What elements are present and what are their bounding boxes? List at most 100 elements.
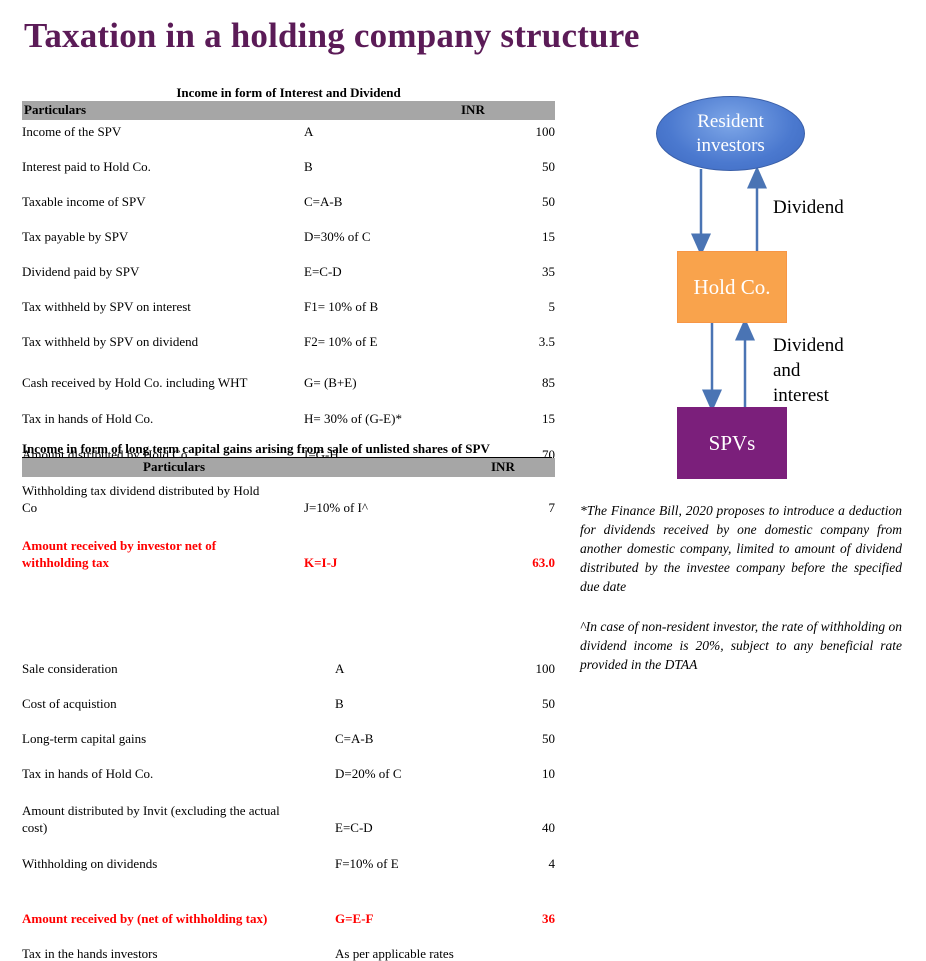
capital-gains-table: Income in form of long term capital gain… xyxy=(22,441,555,477)
row-label: Withholding on dividends xyxy=(22,856,158,871)
table1-caption: Income in form of Interest and Dividend xyxy=(176,85,401,100)
table-row: Amount received by investor net of withho… xyxy=(22,538,555,570)
row-label: Tax in the hands investors xyxy=(22,946,158,961)
row-value: 3.5 xyxy=(538,334,555,349)
row-value: 50 xyxy=(542,159,555,174)
row-formula: B xyxy=(304,159,313,174)
table-row: Dividend paid by SPV E=C-D 35 xyxy=(22,264,555,279)
row-formula: As per applicable rates xyxy=(335,946,454,961)
table1-header: Particulars INR xyxy=(22,101,555,120)
table2-header-inr: INR xyxy=(491,459,515,474)
row-formula: F=10% of E xyxy=(335,856,399,871)
table-row: Withholding on dividends F=10% of E 4 xyxy=(22,856,555,871)
dividend-interest-label-line3: interest xyxy=(773,385,829,406)
finance-bill-note: *The Finance Bill, 2020 proposes to intr… xyxy=(580,503,902,594)
row-formula: F1= 10% of B xyxy=(304,299,379,314)
table-row: Cash received by Hold Co. including WHT G… xyxy=(22,375,555,390)
row-label-cont: Co xyxy=(22,500,38,515)
row-value: 50 xyxy=(542,696,555,711)
row-value: 36 xyxy=(542,911,555,926)
row-value: 40 xyxy=(542,820,555,835)
row-label: Long-term capital gains xyxy=(22,731,147,746)
row-formula: G=E-F xyxy=(335,911,374,926)
dividend-label: Dividend xyxy=(773,197,844,218)
investors-label-line2: investors xyxy=(696,134,765,156)
table-row: Taxable income of SPV C=A-B 50 xyxy=(22,194,555,209)
row-label: Tax withheld by SPV on dividend xyxy=(22,334,199,349)
row-value: 100 xyxy=(535,661,556,676)
row-label: Taxable income of SPV xyxy=(22,194,146,209)
row-value: 10 xyxy=(542,766,555,781)
interest-dividend-table: Income in form of Interest and Dividend … xyxy=(22,85,555,120)
row-label: Tax withheld by SPV on interest xyxy=(22,299,191,314)
table-row: Amount received by (net of withholding t… xyxy=(22,911,555,926)
table-row: Tax in hands of Hold Co. H= 30% of (G-E)*… xyxy=(22,411,555,426)
row-value: 100 xyxy=(535,124,556,139)
row-label: Cost of acquistion xyxy=(22,696,117,711)
table-row: Sale consideration A 100 xyxy=(22,661,555,676)
row-value: 15 xyxy=(542,229,555,244)
row-formula: D=30% of C xyxy=(304,229,371,244)
row-formula: H= 30% of (G-E)* xyxy=(304,411,402,426)
table-row: Tax withheld by SPV on dividend F2= 10% o… xyxy=(22,334,555,349)
table-row: Tax payable by SPV D=30% of C 15 xyxy=(22,229,555,244)
table1-header-particulars: Particulars xyxy=(24,102,87,117)
row-formula: C=A-B xyxy=(304,194,343,209)
row-formula: D=20% of C xyxy=(335,766,402,781)
table-row: Income of the SPV A 100 xyxy=(22,124,555,139)
row-label: Amount received by investor net of xyxy=(22,538,217,553)
row-value: 15 xyxy=(542,411,555,426)
table1-header-inr: INR xyxy=(461,102,485,117)
row-label: Sale consideration xyxy=(22,661,118,676)
table2-caption: Income in form of long term capital gain… xyxy=(22,441,552,458)
table-row: Amount distributed by Invit (excluding t… xyxy=(22,803,555,835)
row-label-cont: withholding tax xyxy=(22,555,110,570)
row-label: Amount distributed by Invit (excluding t… xyxy=(22,803,280,818)
dividend-interest-label: Dividend and interest xyxy=(773,333,844,408)
row-formula: C=A-B xyxy=(335,731,374,746)
table-row: Long-term capital gains C=A-B 50 xyxy=(22,731,555,746)
row-formula: G= (B+E) xyxy=(304,375,357,390)
row-value: 50 xyxy=(542,731,555,746)
row-value: 5 xyxy=(548,299,556,314)
table-row: Tax withheld by SPV on interest F1= 10% o… xyxy=(22,299,555,314)
row-label: Tax payable by SPV xyxy=(22,229,129,244)
row-value: 85 xyxy=(542,375,555,390)
row-label: Cash received by Hold Co. including WHT xyxy=(22,375,248,390)
table-row: Cost of acquistion B 50 xyxy=(22,696,555,711)
row-label: Interest paid to Hold Co. xyxy=(22,159,151,174)
spvs-node: SPVs xyxy=(677,407,787,479)
investors-label-line1: Resident xyxy=(697,110,764,132)
dividend-interest-label-line2: and xyxy=(773,360,801,381)
table-row: Tax in the hands investors As per applica… xyxy=(22,946,555,961)
row-formula: K=I-J xyxy=(304,555,338,570)
table2-header-particulars: Particulars xyxy=(143,459,206,474)
page-title: Taxation in a holding company structure xyxy=(24,16,640,55)
flow-arrows xyxy=(691,166,767,412)
row-label: Amount received by (net of withholding t… xyxy=(22,911,268,926)
row-label: Dividend paid by SPV xyxy=(22,264,140,279)
table-row: Interest paid to Hold Co. B 50 xyxy=(22,159,555,174)
non-resident-note: ^In case of non-resident investor, the r… xyxy=(580,619,902,672)
row-formula: A xyxy=(335,661,345,676)
row-label-cont: cost) xyxy=(22,820,48,835)
row-label: Income of the SPV xyxy=(22,124,122,139)
row-value: 63.0 xyxy=(532,555,555,570)
row-value: 35 xyxy=(542,264,555,279)
row-formula: F2= 10% of E xyxy=(304,334,378,349)
row-formula: E=C-D xyxy=(335,820,373,835)
row-value: 7 xyxy=(548,500,556,515)
table2-header: Particulars INR xyxy=(22,458,555,477)
row-label: Tax in hands of Hold Co. xyxy=(22,411,154,426)
row-formula: J=10% of I^ xyxy=(304,500,368,515)
table-row: Withholding tax dividend distributed by … xyxy=(22,483,555,515)
hold-co-node: Hold Co. xyxy=(677,251,787,323)
row-value: 4 xyxy=(548,856,556,871)
row-formula: A xyxy=(304,124,314,139)
row-formula: E=C-D xyxy=(304,264,342,279)
row-value: 50 xyxy=(542,194,555,209)
row-formula: B xyxy=(335,696,344,711)
dividend-interest-label-line1: Dividend xyxy=(773,335,844,356)
